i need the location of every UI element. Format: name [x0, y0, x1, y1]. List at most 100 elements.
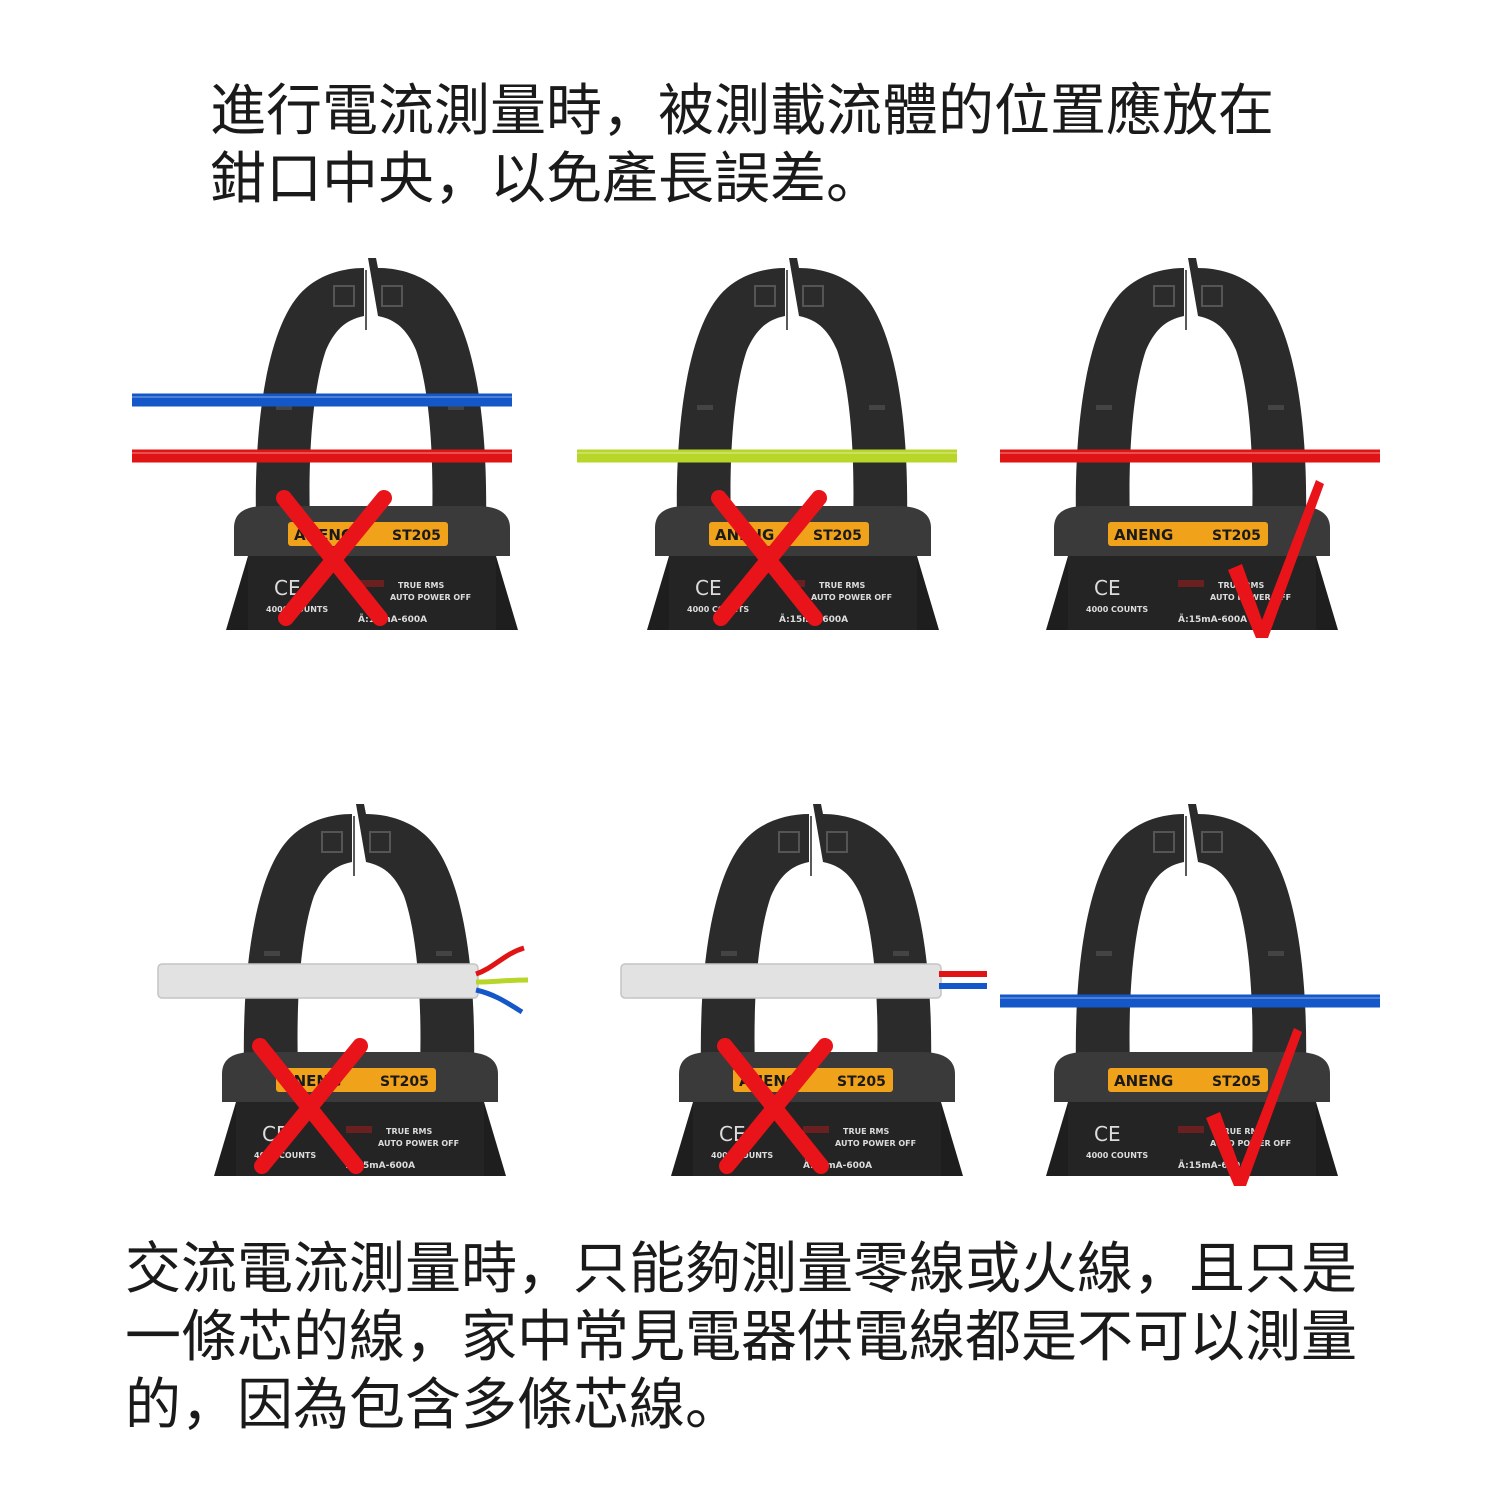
- jaw-icon-right: [369, 831, 391, 853]
- auto-power-off-label: AUTO POWER OFF: [378, 1139, 459, 1148]
- ce-mark: CE: [1094, 576, 1121, 600]
- model-label: ST205: [392, 528, 441, 544]
- jaw-icon-right: [1201, 285, 1223, 307]
- meter-flare-right: [1316, 1102, 1338, 1176]
- indicator-led: [1178, 580, 1204, 587]
- auto-power-off-label: AUTO POWER OFF: [390, 593, 471, 602]
- core-blue: [475, 987, 524, 1015]
- jaw-notch-left: [721, 951, 737, 956]
- range-label: Ã:15mA-600A: [1178, 1160, 1247, 1171]
- cable-sheath: [157, 963, 479, 999]
- jaw-notch-left: [1096, 951, 1112, 956]
- meter-flare-left: [226, 556, 248, 630]
- brand-label: ANENG: [1114, 526, 1173, 544]
- jaw-icon-left: [1153, 831, 1175, 853]
- jaw-icon-left: [754, 285, 776, 307]
- jaw-notch-right: [869, 405, 885, 410]
- jaw-notch-right: [448, 405, 464, 410]
- auto-power-off-label: AUTO POWER OFF: [835, 1139, 916, 1148]
- jaw-notch-left: [697, 405, 713, 410]
- counts-label: 4000 COUNTS: [1086, 605, 1148, 614]
- jaw-notch-right: [893, 951, 909, 956]
- range-label: Ã:15mA-600A: [1178, 614, 1247, 625]
- correct-check-mark: [1206, 1028, 1302, 1186]
- jaw-notch-right: [1268, 951, 1284, 956]
- brand-badge: [1108, 522, 1268, 546]
- range-label: Ã:15mA-600A: [803, 1160, 872, 1171]
- meter-flare-right: [941, 1102, 963, 1176]
- meter-flare-left: [1046, 556, 1068, 630]
- brand-badge: [733, 1068, 893, 1092]
- wrong-x-stroke-2: [719, 1038, 833, 1174]
- wrong-x-stroke-2: [713, 490, 827, 626]
- meter-flare-left: [1046, 1102, 1068, 1176]
- caption-top: 進行電流測量時，被測載流體的位置應放在 鉗口中央，以免產長誤差。: [210, 79, 1274, 212]
- model-label: ST205: [380, 1074, 429, 1090]
- jaw-icon-right: [381, 285, 403, 307]
- meter-flare-right: [1316, 556, 1338, 630]
- counts-label: 4000 COUNTS: [1086, 1151, 1148, 1160]
- core-red: [475, 945, 525, 977]
- indicator-led: [803, 1126, 829, 1133]
- brand-badge: [288, 522, 448, 546]
- indicator-led: [358, 580, 384, 587]
- counts-label: 4000 COUNTS: [254, 1151, 316, 1160]
- jaw-icon-left: [1153, 285, 1175, 307]
- model-label: ST205: [1212, 1074, 1261, 1090]
- indicator-led: [1178, 1126, 1204, 1133]
- wrong-x-stroke-2: [254, 1038, 368, 1174]
- jaw-icon-right: [802, 285, 824, 307]
- range-label: Ã:15mA-600A: [358, 614, 427, 625]
- jaw-notch-left: [264, 951, 280, 956]
- jaw-notch-left: [276, 405, 292, 410]
- meter-flare-left: [647, 556, 669, 630]
- ce-mark: CE: [695, 576, 722, 600]
- jaw-icon-left: [778, 831, 800, 853]
- jaw-icon-right: [1201, 831, 1223, 853]
- range-label: Ã:15mA-600A: [346, 1160, 415, 1171]
- indicator-led: [346, 1126, 372, 1133]
- model-label: ST205: [837, 1074, 886, 1090]
- correct-check-mark: [1228, 480, 1324, 638]
- jaw-icon-left: [321, 831, 343, 853]
- meter-flare-right: [917, 556, 939, 630]
- brand-badge: [1108, 1068, 1268, 1092]
- meter-flare-right: [484, 1102, 506, 1176]
- cable-sheath: [620, 963, 942, 999]
- true-rms-label: TRUE RMS: [819, 581, 865, 590]
- jaw-notch-left: [1096, 405, 1112, 410]
- jaw-notch-right: [436, 951, 452, 956]
- ce-mark: CE: [1094, 1122, 1121, 1146]
- brand-badge: [276, 1068, 436, 1092]
- meter-flare-left: [671, 1102, 693, 1176]
- caption-bottom: 交流電流測量時，只能夠測量零線或火線，且只是 一條芯的線，家中常見電器供電線都是…: [125, 1237, 1357, 1438]
- true-rms-label: TRUE RMS: [843, 1127, 889, 1136]
- meter-body: [1068, 1102, 1316, 1176]
- jaw-icon-right: [826, 831, 848, 853]
- model-label: ST205: [1212, 528, 1261, 544]
- meter-flare-left: [214, 1102, 236, 1176]
- meter-flare-right: [496, 556, 518, 630]
- true-rms-label: TRUE RMS: [386, 1127, 432, 1136]
- auto-power-off-label: AUTO POWER OFF: [811, 593, 892, 602]
- true-rms-label: TRUE RMS: [398, 581, 444, 590]
- core-yellow-green: [475, 977, 529, 985]
- jaw-notch-right: [1268, 405, 1284, 410]
- brand-label: ANENG: [1114, 1072, 1173, 1090]
